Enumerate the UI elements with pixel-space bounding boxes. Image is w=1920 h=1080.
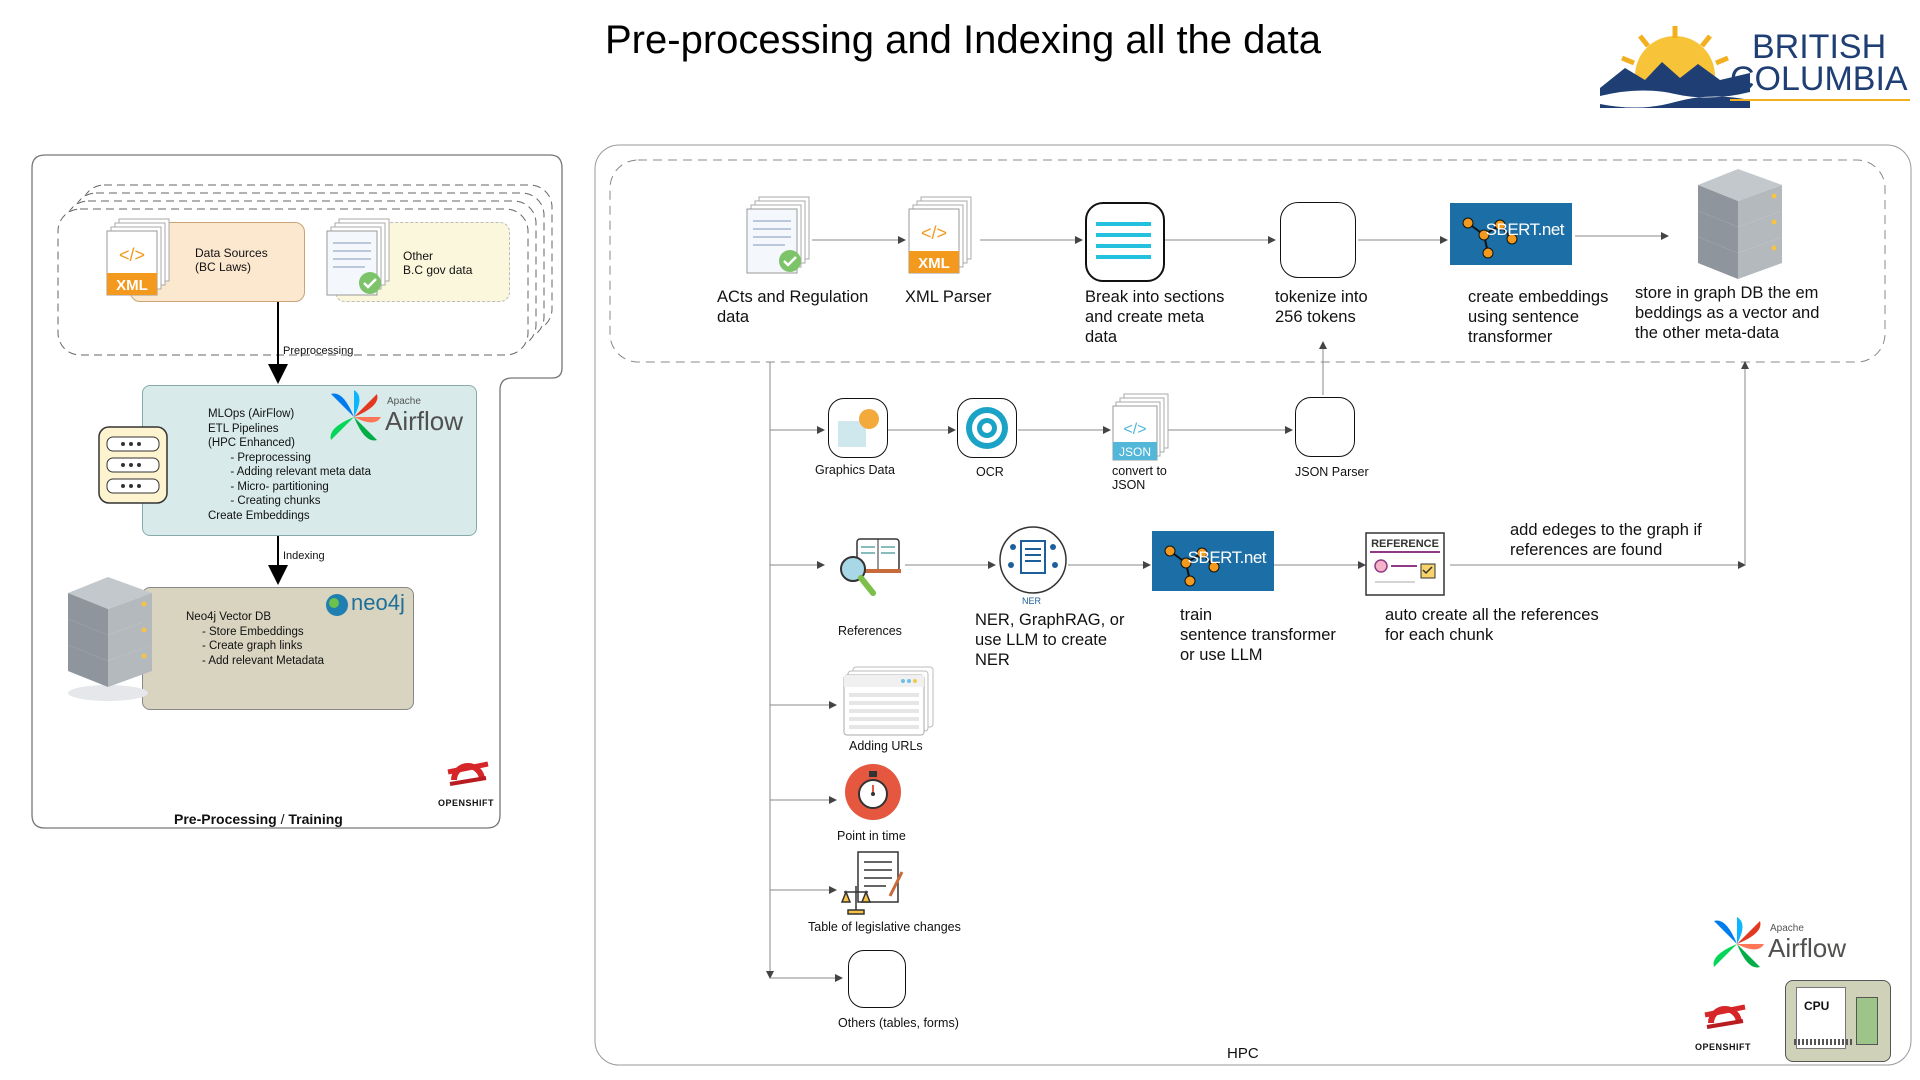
json-icon: JSON </> <box>1112 392 1172 462</box>
airflow-logo-right-small: Apache <box>1770 923 1804 934</box>
sbert-logo-top-text: SBERT.net <box>1485 220 1565 239</box>
tokenize-box <box>1280 202 1356 278</box>
sections-list-icon <box>1085 202 1165 282</box>
json-parser-label: JSON Parser <box>1295 465 1369 479</box>
bc-logo-line2: COLUMBIA <box>1730 60 1908 98</box>
footer-preprocessing: Pre-Processing <box>174 811 277 827</box>
acts-label: ACts and Regulation data <box>717 288 869 326</box>
airflow-logo-left-small: Apache <box>387 396 421 407</box>
footer-sep: / <box>276 811 289 827</box>
xml-parser-icon-text: XML <box>918 255 950 272</box>
reference-icon-text: REFERENCE <box>1371 538 1439 550</box>
bc-logo-graphic: BRITISH COLUMBIA <box>1600 26 1910 116</box>
openshift-right-text: OPENSHIFT <box>1695 1042 1752 1052</box>
sbert-logo-train-text: SBERT.net <box>1187 548 1267 567</box>
urls-icon <box>843 665 935 737</box>
airflow-logo-right-big: Airflow <box>1768 933 1847 963</box>
references-icon <box>835 535 905 600</box>
data-sources-xml-icon: XML </> <box>105 217 175 299</box>
graphics-data-icon <box>828 398 888 458</box>
stopwatch-icon <box>844 763 902 821</box>
cpu-label: CPU <box>1804 999 1830 1013</box>
bc-logo: BRITISH COLUMBIA <box>1600 18 1915 116</box>
svg-text:</>: </> <box>1123 421 1146 438</box>
tokenize-label: tokenize into 256 tokens <box>1275 288 1368 326</box>
graphics-data-label: Graphics Data <box>815 463 895 477</box>
server-rack-icon <box>97 425 169 505</box>
preprocessing-label: Preprocessing <box>283 345 354 357</box>
graph-db-server-icon <box>1690 165 1790 285</box>
acts-doc-icon <box>745 195 815 277</box>
store-label: store in graph DB the em beddings as a v… <box>1635 284 1820 342</box>
ner-label: NER, GraphRAG, or use LLM to create NER <box>975 611 1125 669</box>
svg-text:</>: </> <box>119 245 145 265</box>
indexing-label: Indexing <box>283 550 325 562</box>
others-forms-label: Others (tables, forms) <box>838 1016 959 1030</box>
svg-text:</>: </> <box>921 223 947 243</box>
openshift-left-text: OPENSHIFT <box>438 798 495 808</box>
ocr-icon <box>957 398 1017 458</box>
json-parser-box <box>1295 397 1355 457</box>
json-icon-text: JSON <box>1119 445 1151 459</box>
ner-icon: NER <box>997 525 1069 607</box>
sbert-logo-top: SBERT.net <box>1450 203 1572 265</box>
footer-training: Training <box>288 811 343 827</box>
xml-parser-icon: XML </> <box>907 195 977 277</box>
references-label: References <box>838 624 902 638</box>
cpu-icon: CPU <box>1785 980 1891 1062</box>
airflow-logo-left: Apache Airflow <box>325 388 475 446</box>
ocr-label: OCR <box>976 465 1004 479</box>
legislative-changes-icon <box>840 850 906 916</box>
database-server-icon <box>60 573 160 703</box>
other-data-label: Other B.C gov data <box>403 249 473 277</box>
autoref-label: auto create all the references for each … <box>1385 606 1599 644</box>
xml-parser-label: XML Parser <box>905 288 992 306</box>
bc-logo-line1: BRITISH <box>1752 28 1886 66</box>
ner-icon-text: NER <box>1022 596 1042 606</box>
openshift-logo-left: OPENSHIFT <box>438 750 498 814</box>
neo4j-logo: neo4j <box>325 590 415 618</box>
urls-label: Adding URLs <box>849 739 923 753</box>
pit-label: Point in time <box>837 829 906 843</box>
hpc-label: HPC <box>1227 1045 1259 1062</box>
mlops-box <box>142 385 477 536</box>
reference-certificate-icon: REFERENCE <box>1365 532 1445 596</box>
embed-label: create embeddings using sentence transfo… <box>1468 288 1609 346</box>
openshift-logo-right: OPENSHIFT <box>1695 993 1755 1055</box>
json-label: convert to JSON <box>1112 464 1167 492</box>
edges-label: add edeges to the graph if references ar… <box>1510 521 1702 559</box>
train-label: train sentence transformer or use LLM <box>1180 606 1336 664</box>
sections-label: Break into sections and create meta data <box>1085 288 1225 346</box>
airflow-logo-left-big: Airflow <box>385 406 464 436</box>
neo4j-box <box>142 587 414 710</box>
other-data-doc-icon <box>325 217 395 299</box>
mlops-text: MLOps (AirFlow) ETL Pipelines (HPC Enhan… <box>208 408 372 522</box>
airflow-logo-right: Apache Airflow <box>1708 915 1858 973</box>
left-panel-footer: Pre-Processing / Training <box>174 795 343 827</box>
page-title: Pre-processing and Indexing all the data <box>605 18 1322 62</box>
data-sources-label: Data Sources (BC Laws) <box>195 246 268 274</box>
left-panel-outline <box>31 154 563 829</box>
data-sources-icon-text: XML <box>116 277 148 294</box>
neo4j-text: Neo4j Vector DB - Store Embeddings - Cre… <box>186 611 325 667</box>
table-changes-label: Table of legislative changes <box>808 920 961 934</box>
sbert-logo-train: SBERT.net <box>1152 531 1274 591</box>
neo4j-logo-text: neo4j <box>351 590 405 615</box>
others-forms-box <box>848 950 906 1008</box>
